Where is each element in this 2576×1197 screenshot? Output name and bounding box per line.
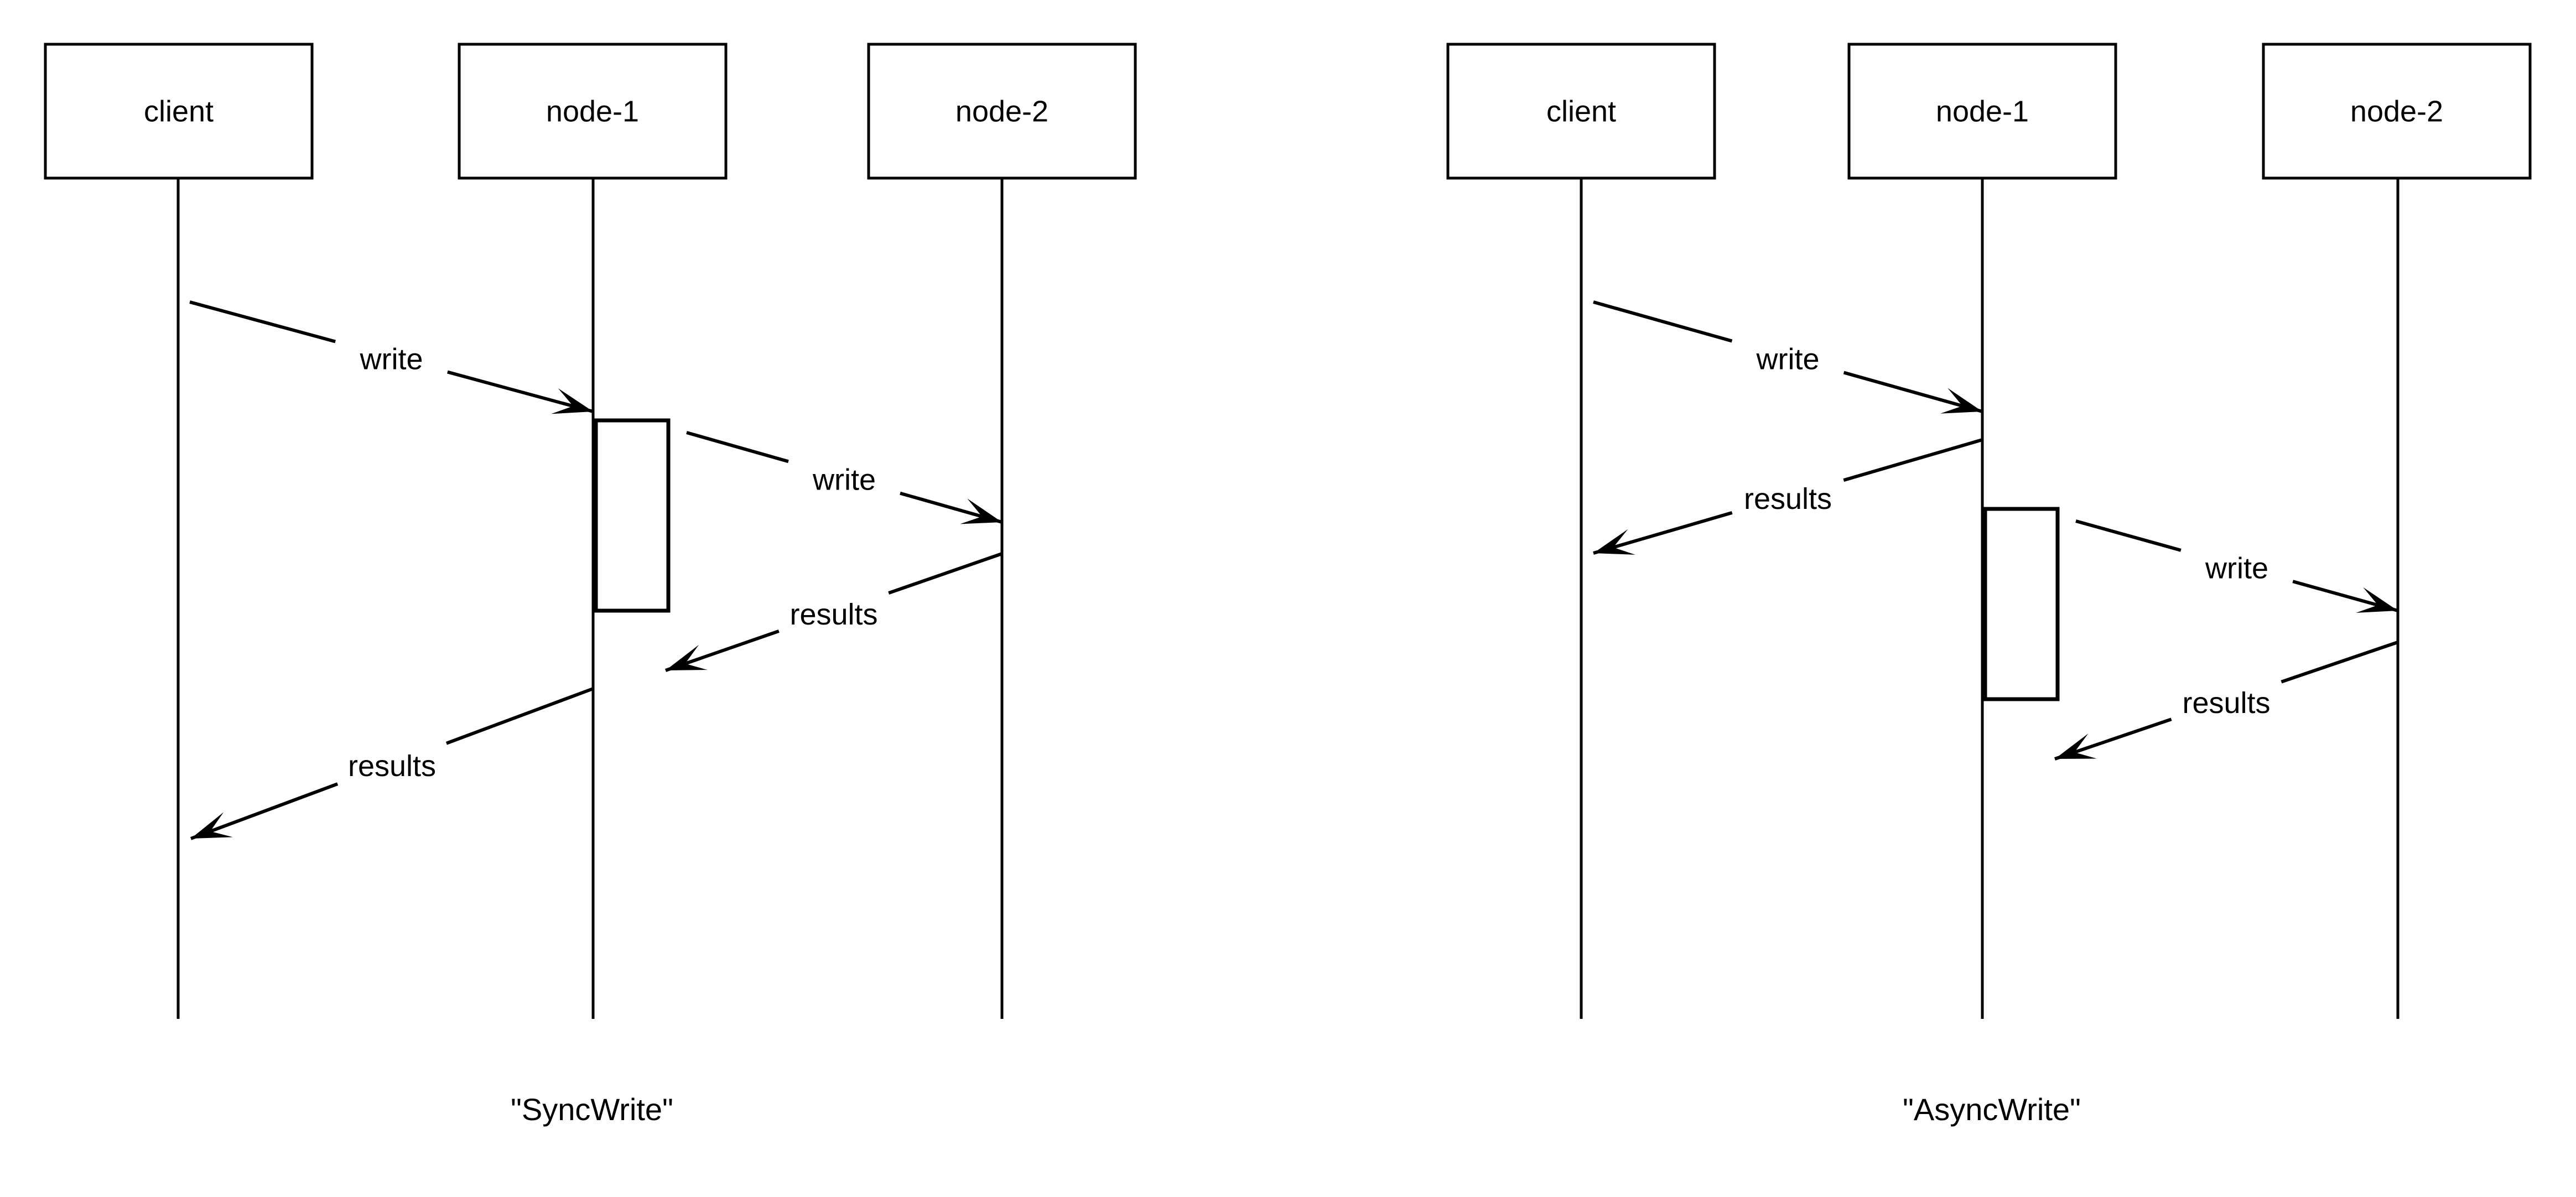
participant-box-client[interactable] xyxy=(44,43,314,180)
message-line-end xyxy=(1843,371,1983,413)
participant-label-node-2: node-2 xyxy=(2350,95,2443,128)
participant-box-node-2[interactable] xyxy=(2262,43,2532,180)
message-label-write: write xyxy=(359,342,423,376)
message-write-1: write xyxy=(686,431,1003,524)
message-arrowhead xyxy=(2356,587,2398,613)
participant-label-node-1: node-1 xyxy=(546,95,639,128)
message-label-write: write xyxy=(1756,342,1819,376)
participant-node-1[interactable]: node-1 xyxy=(1847,43,2117,180)
message-line-start xyxy=(2281,641,2398,684)
message-results-3: results xyxy=(190,687,594,840)
participant-box-client[interactable] xyxy=(1446,43,1716,180)
message-results-1: results xyxy=(1593,438,1983,555)
participant-box-node-1[interactable] xyxy=(458,43,728,180)
message-results-2: results xyxy=(665,552,1003,672)
participant-label-client: client xyxy=(144,95,214,128)
diagram-caption-sync-write: "SyncWrite" xyxy=(511,1092,673,1127)
participant-node-2[interactable]: node-2 xyxy=(867,43,1137,180)
message-line-start xyxy=(686,431,789,464)
message-results-3: results xyxy=(2054,641,2398,761)
message-line-start xyxy=(1593,300,1733,343)
participant-client[interactable]: client xyxy=(44,43,314,180)
message-label-results: results xyxy=(790,598,877,631)
message-label-write: write xyxy=(812,463,876,496)
participant-label-node-2: node-2 xyxy=(955,95,1048,128)
message-write-0: write xyxy=(1593,300,1983,414)
message-line-end xyxy=(1593,511,1733,555)
message-line-start xyxy=(445,687,594,745)
diagram-caption-async-write: "AsyncWrite" xyxy=(1903,1092,2081,1127)
participant-client[interactable]: client xyxy=(1446,43,1716,180)
message-arrowhead xyxy=(960,498,1002,524)
message-write-2: write xyxy=(2075,519,2398,613)
message-write-0: write xyxy=(189,300,594,414)
participant-node-2[interactable]: node-2 xyxy=(2262,43,2532,180)
activation-bar-node-1 xyxy=(1983,507,2060,701)
message-arrowhead xyxy=(1940,388,1982,414)
participant-label-client: client xyxy=(1546,95,1616,128)
message-line-start xyxy=(888,552,1003,595)
message-arrowhead xyxy=(191,812,233,839)
message-label-results: results xyxy=(2182,686,2270,720)
message-label-write: write xyxy=(2205,551,2268,585)
message-line-start xyxy=(2075,519,2182,552)
participant-box-node-2[interactable] xyxy=(867,43,1137,180)
message-line-end xyxy=(190,782,339,840)
activation-bar-node-1 xyxy=(594,418,671,613)
message-label-results: results xyxy=(1744,482,1832,516)
message-line-end xyxy=(447,370,594,413)
message-arrowhead xyxy=(551,388,593,414)
diagram-sync-write: client node-1 node-2 write write results resul… xyxy=(44,43,1137,1127)
participant-label-node-1: node-1 xyxy=(1936,95,2029,128)
participant-box-node-1[interactable] xyxy=(1847,43,2117,180)
message-arrowhead xyxy=(1593,529,1635,555)
participant-node-1[interactable]: node-1 xyxy=(458,43,728,180)
message-arrowhead xyxy=(666,644,708,670)
diagram-async-write: client node-1 node-2 write results write resul… xyxy=(1446,43,2532,1127)
message-line-start xyxy=(1843,438,1983,482)
message-label-results: results xyxy=(348,750,436,783)
message-arrowhead xyxy=(2055,733,2097,759)
message-line-start xyxy=(189,300,336,344)
